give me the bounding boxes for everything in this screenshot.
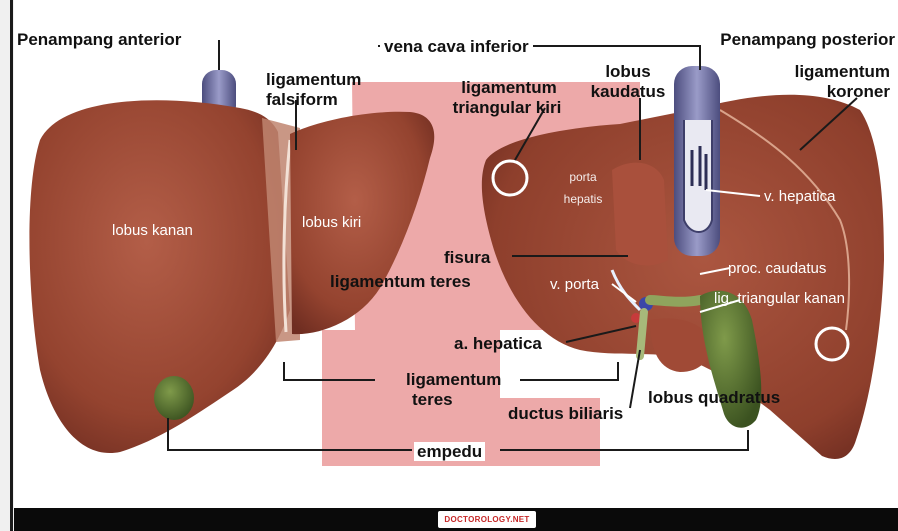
caudate-label-2: kaudatus xyxy=(578,82,678,101)
posterior-view-label: Penampang posterior xyxy=(640,30,895,49)
doctorology-logo: DOCTOROLOGY.NET xyxy=(438,511,536,528)
bile-duct-shape xyxy=(650,300,700,302)
left-border-line xyxy=(10,0,13,531)
common-duct-shape xyxy=(640,312,644,356)
bile-duct-label: ductus biliaris xyxy=(508,404,623,423)
gallbladder-label: empedu xyxy=(414,442,485,461)
hepatic-artery-label: a. hepatica xyxy=(454,334,542,353)
falciform-label-2: falsiform xyxy=(266,90,338,109)
coronary-label-2: koroner xyxy=(760,82,890,101)
quadrate-lobe-label: lobus quadratus xyxy=(648,388,780,407)
anterior-gallbladder xyxy=(154,376,194,420)
ivc-label: vena cava inferior xyxy=(380,37,533,56)
anterior-view-label: Penampang anterior xyxy=(17,30,181,49)
caudate-region xyxy=(612,163,668,266)
portal-vein-label: v. porta xyxy=(550,276,599,293)
porta-hepatis-label-1: porta xyxy=(548,170,618,184)
left-triangular-label-2: triangular kiri xyxy=(432,98,582,117)
right-lobe-label: lobus kanan xyxy=(112,222,193,239)
fissure-label-1: fisura xyxy=(444,248,490,267)
hepatic-vein-label: v. hepatica xyxy=(764,188,835,205)
caudate-process-label: proc. caudatus xyxy=(728,260,826,277)
left-lobe-label: lobus kiri xyxy=(302,214,361,231)
right-triangular-label: lig. triangular kanan xyxy=(714,290,845,307)
falciform-label-1: ligamentum xyxy=(266,70,361,89)
ivc-opening xyxy=(684,120,712,232)
teres-label-2: teres xyxy=(412,390,453,409)
caudate-label-1: lobus xyxy=(598,62,658,81)
fissure-label-2: ligamentum teres xyxy=(330,272,471,291)
porta-hepatis-label-2: hepatis xyxy=(548,192,618,206)
left-triangular-label-1: ligamentum xyxy=(444,78,574,97)
teres-label-1: ligamentum xyxy=(406,370,501,389)
coronary-label-1: ligamentum xyxy=(760,62,890,81)
